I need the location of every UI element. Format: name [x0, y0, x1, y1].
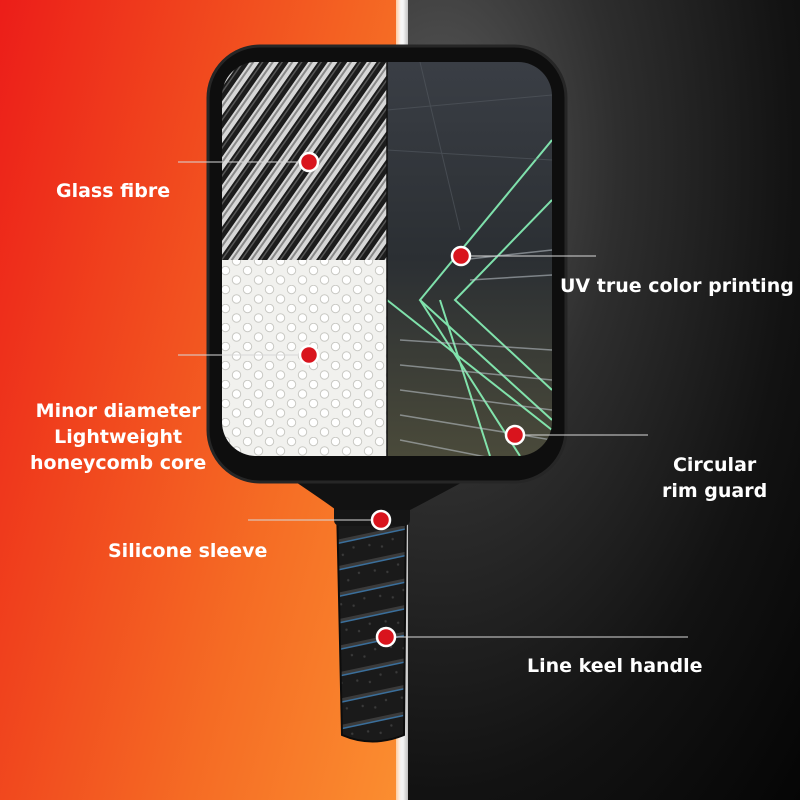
marker-silicone — [370, 509, 392, 531]
label-uv-printing: UV true color printing — [560, 275, 794, 297]
label-honeycomb-core: Minor diameter Lightweight honeycomb cor… — [30, 398, 206, 476]
label-glass-fibre: Glass fibre — [56, 180, 171, 202]
marker-rim-guard — [504, 424, 526, 446]
label-rim-guard: Circular rim guard — [662, 452, 767, 504]
handle-grip — [335, 504, 408, 743]
label-rim-guard-line-2: rim guard — [662, 480, 768, 502]
label-honeycomb-line-1: Minor diameter — [35, 400, 201, 422]
label-rim-guard-line-1: Circular — [672, 454, 757, 476]
marker-honeycomb — [298, 344, 320, 366]
marker-handle — [375, 626, 397, 648]
leader-lines — [178, 161, 688, 638]
label-honeycomb-line-3: honeycomb core — [30, 452, 207, 474]
marker-glass-fibre — [298, 151, 320, 173]
marker-uv-print — [450, 245, 472, 267]
label-honeycomb-line-2: Lightweight — [54, 426, 183, 448]
label-line-keel-handle: Line keel handle — [527, 655, 703, 677]
label-silicone-sleeve: Silicone sleeve — [108, 540, 268, 562]
